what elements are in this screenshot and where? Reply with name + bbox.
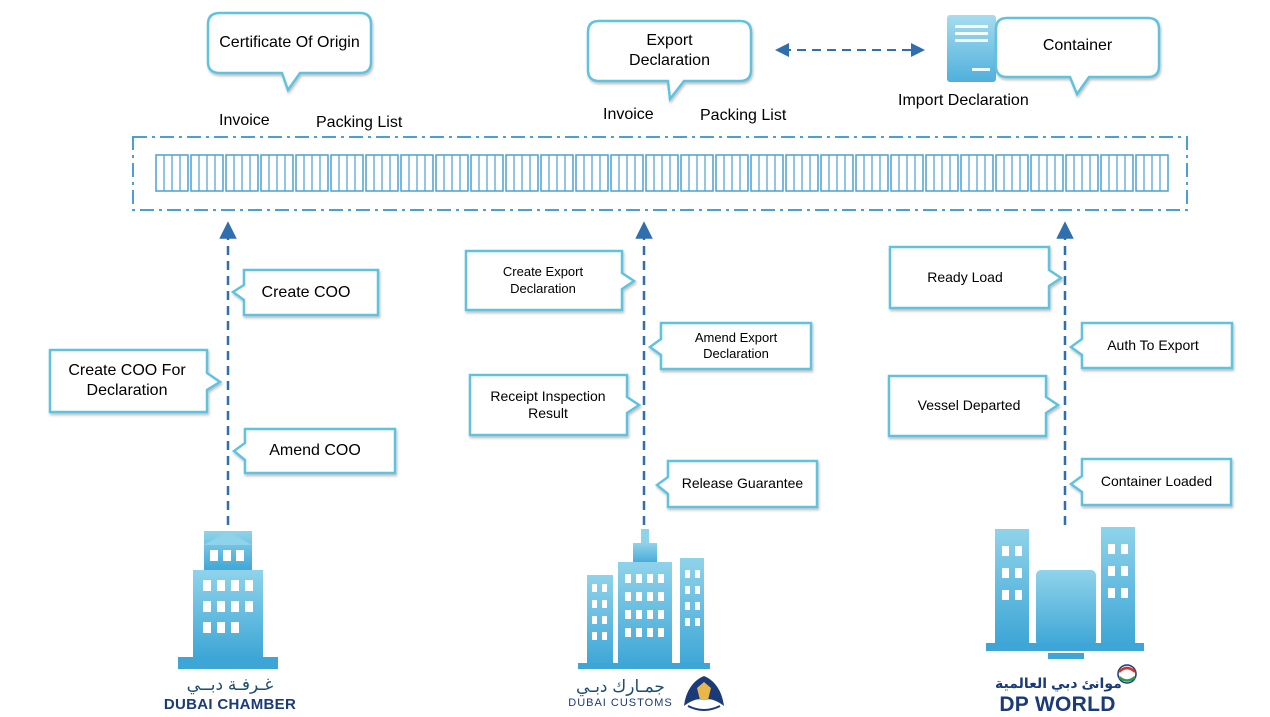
export-callout-shape xyxy=(586,19,753,103)
chain-block xyxy=(960,154,994,192)
chain-block xyxy=(1030,154,1064,192)
chain-block xyxy=(680,154,714,192)
chamber-building-icon xyxy=(178,531,278,669)
create-coo-declaration-shape xyxy=(48,348,223,414)
chain-block xyxy=(260,154,294,192)
import-declaration-label: Import Declaration xyxy=(898,92,1029,109)
chain-block xyxy=(925,154,959,192)
customs-logo-english: DUBAI CUSTOMS xyxy=(568,697,673,709)
chain-block xyxy=(750,154,784,192)
chain-block xyxy=(785,154,819,192)
customs-building-icon xyxy=(578,529,710,669)
packing-list-label-customs: Packing List xyxy=(700,107,787,124)
chain-block xyxy=(435,154,469,192)
chain-block xyxy=(820,154,854,192)
chain-block xyxy=(610,154,644,192)
chain-block xyxy=(575,154,609,192)
create-coo-callout: Create COO xyxy=(261,283,351,301)
vessel-departed-shape xyxy=(887,374,1061,438)
amend-coo-callout: Amend COO xyxy=(269,442,361,459)
falcon-emblem-icon xyxy=(684,676,724,711)
chain-block xyxy=(855,154,889,192)
chain-block xyxy=(470,154,504,192)
amend-export-declaration-callout: Amend Export Declaration xyxy=(694,329,778,361)
dpworld-globe-icon xyxy=(1117,664,1137,684)
chain-block xyxy=(715,154,749,192)
chain-block xyxy=(645,154,679,192)
container-loaded-callout: Container Loaded xyxy=(1100,473,1213,490)
chain-block xyxy=(1065,154,1099,192)
server-icon xyxy=(947,15,996,82)
chain-block xyxy=(155,154,189,192)
release-guarantee-shape xyxy=(654,459,819,509)
release-guarantee-callout: Release Guarantee xyxy=(681,475,804,492)
dpworld-logo-arabic: موانئ دبي العالمية xyxy=(995,675,1122,691)
certificate-callout-shape xyxy=(206,11,373,93)
chamber-logo-arabic: غـرفـة دبــي xyxy=(186,675,274,694)
chain-block xyxy=(1135,154,1169,192)
customs-logo-arabic: جمـارك دبـي xyxy=(576,677,665,696)
amend-export-declaration-shape xyxy=(647,321,813,371)
receipt-inspection-result-callout: Receipt Inspection Result xyxy=(490,387,606,422)
create-export-declaration-callout: Create Export Declaration xyxy=(502,264,584,296)
auth-to-export-shape xyxy=(1068,321,1234,370)
ready-load-shape xyxy=(888,245,1064,310)
auth-to-export-callout: Auth To Export xyxy=(1107,336,1199,353)
chain-block xyxy=(225,154,259,192)
vessel-departed-callout: Vessel Departed xyxy=(917,397,1021,414)
chain-block xyxy=(890,154,924,192)
blockchain-band xyxy=(132,136,1188,211)
create-coo-for-declaration-callout: Create COO For Declaration xyxy=(68,362,186,399)
container-loaded-shape xyxy=(1068,457,1233,507)
invoice-label-chamber: Invoice xyxy=(219,112,270,129)
block-chain xyxy=(155,154,1169,192)
chain-block xyxy=(995,154,1029,192)
create-coo-shape xyxy=(230,268,380,317)
invoice-label-customs: Invoice xyxy=(603,106,654,123)
dpworld-logo-english: DP WORLD xyxy=(999,693,1116,716)
chamber-logo-english: DUBAI CHAMBER xyxy=(163,696,297,713)
chain-block xyxy=(295,154,329,192)
dpworld-building-icon xyxy=(986,527,1144,659)
container-callout: Container xyxy=(1042,37,1113,54)
export-declaration-callout: Export Declaration xyxy=(629,31,710,69)
certificate-of-origin-callout: Certificate Of Origin xyxy=(219,33,360,51)
packing-list-label-chamber: Packing List xyxy=(316,114,403,131)
chain-block xyxy=(400,154,434,192)
chain-block xyxy=(505,154,539,192)
amend-coo-shape xyxy=(231,427,397,475)
chain-block xyxy=(1100,154,1134,192)
chain-block xyxy=(190,154,224,192)
receipt-inspection-shape xyxy=(468,373,642,437)
ready-load-callout: Ready Load xyxy=(927,268,1003,285)
chain-block xyxy=(365,154,399,192)
chain-block xyxy=(540,154,574,192)
container-callout-shape xyxy=(994,16,1161,97)
chain-block xyxy=(330,154,364,192)
create-export-declaration-shape xyxy=(464,249,637,312)
